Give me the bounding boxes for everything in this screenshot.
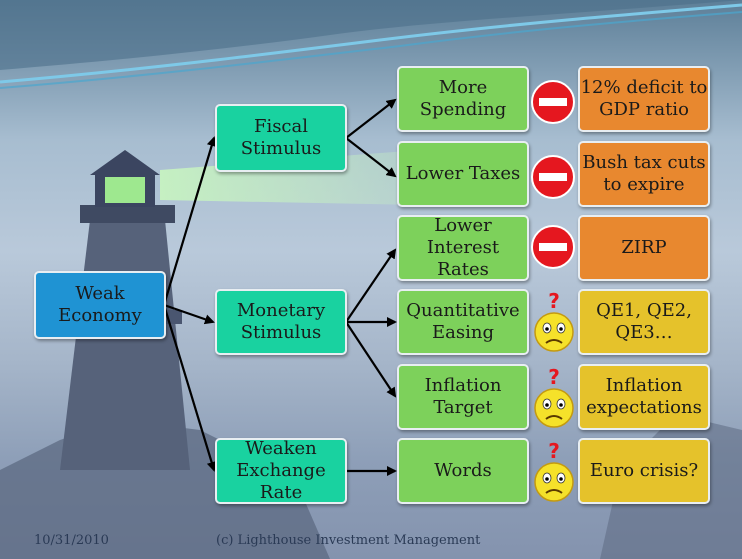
node-label: Bush tax cuts to expire [582, 152, 706, 195]
arrow-fiscal-to-spending [345, 98, 397, 139]
node-monetary-stimulus: Monetary Stimulus [215, 289, 347, 355]
arrow-weak-to-exchange [162, 304, 217, 472]
node-bush-tax-cuts: Bush tax cuts to expire [578, 141, 710, 207]
node-label: ZIRP [621, 237, 667, 258]
confused-face-icon: ? [534, 366, 574, 428]
node-weak-economy: Weak Economy [34, 271, 166, 339]
node-label: Weak Economy [58, 283, 142, 326]
arrow-monetary-to-rates [345, 248, 397, 323]
node-quantitative-easing: Quantitative Easing [397, 289, 529, 355]
node-label: Inflation Target [424, 375, 502, 418]
node-label: Monetary Stimulus [236, 300, 326, 343]
node-lower-taxes: Lower Taxes [397, 141, 529, 207]
node-label: Lower Interest Rates [426, 215, 500, 280]
node-label: Words [434, 460, 492, 481]
confused-face-icon: ? [534, 440, 574, 502]
arrow-monetary-to-inflation [345, 321, 397, 398]
node-zirp: ZIRP [578, 215, 710, 281]
node-qe123: QE1, QE2, QE3… [578, 289, 710, 355]
arrow-weak-to-monetary [163, 303, 215, 325]
node-label: Fiscal Stimulus [240, 116, 322, 159]
node-lower-interest-rates: Lower Interest Rates [397, 215, 529, 281]
node-label: More Spending [419, 77, 507, 120]
node-label: QE1, QE2, QE3… [596, 300, 692, 343]
node-label: Inflation expectations [586, 375, 702, 418]
arrow-fiscal-to-taxes [345, 137, 397, 178]
node-label: Euro crisis? [589, 460, 699, 481]
node-label: Quantitative Easing [406, 300, 520, 343]
arrow-weak-to-fiscal [162, 136, 217, 306]
node-deficit: 12% deficit to GDP ratio [578, 66, 710, 132]
footer-date: 10/31/2010 [34, 533, 109, 548]
svg-text:?: ? [548, 366, 560, 389]
node-weaken-exchange-rate: Weaken Exchange Rate [215, 438, 347, 504]
no-entry-icon [531, 80, 575, 124]
confused-face-icon: ? [534, 290, 574, 352]
node-label: Lower Taxes [405, 163, 521, 184]
node-words: Words [397, 438, 529, 504]
node-fiscal-stimulus: Fiscal Stimulus [215, 104, 347, 172]
svg-text:?: ? [548, 440, 560, 463]
svg-text:?: ? [548, 290, 560, 313]
node-more-spending: More Spending [397, 66, 529, 132]
node-label: Weaken Exchange Rate [236, 438, 326, 503]
node-label: 12% deficit to GDP ratio [580, 77, 708, 120]
node-inflation-expectations: Inflation expectations [578, 364, 710, 430]
no-entry-icon [531, 225, 575, 269]
footer-credit: (c) Lighthouse Investment Management [216, 533, 481, 548]
no-entry-icon [531, 155, 575, 199]
node-euro-crisis: Euro crisis? [578, 438, 710, 504]
node-inflation-target: Inflation Target [397, 364, 529, 430]
